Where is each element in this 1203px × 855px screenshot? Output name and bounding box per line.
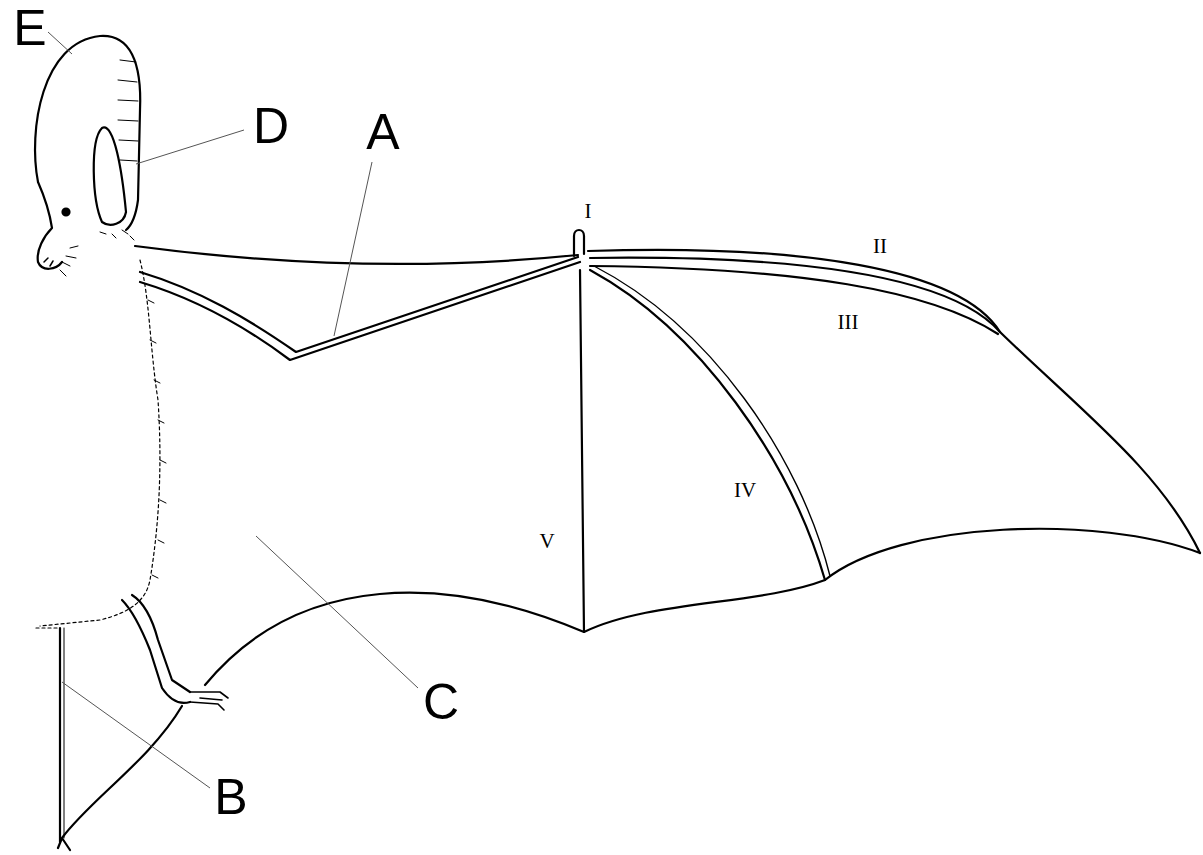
arm-lower bbox=[140, 262, 580, 360]
digit-numeral: IV bbox=[734, 480, 756, 501]
leader-e bbox=[48, 32, 72, 54]
whiskers bbox=[60, 246, 78, 276]
leader-d bbox=[136, 130, 244, 164]
ear-ridges bbox=[118, 60, 138, 161]
head-outline bbox=[38, 182, 62, 269]
part-letter: B bbox=[214, 772, 247, 822]
part-letter: C bbox=[423, 677, 459, 727]
trailing-edge bbox=[205, 529, 1200, 685]
body-fur bbox=[40, 260, 160, 626]
leader-lines bbox=[48, 32, 418, 788]
tail-fur bbox=[36, 627, 60, 628]
thumb bbox=[574, 230, 584, 256]
part-letter: A bbox=[366, 107, 399, 157]
digit-numeral: II bbox=[873, 236, 887, 257]
digit-numeral: III bbox=[838, 312, 859, 333]
tragus bbox=[94, 127, 126, 224]
digit-three bbox=[590, 258, 1000, 332]
digit-two bbox=[588, 250, 1200, 553]
part-letter: E bbox=[13, 3, 46, 53]
arm-upper bbox=[140, 257, 578, 352]
leader-c bbox=[256, 536, 418, 688]
neck-fur bbox=[100, 230, 134, 240]
tail-inner bbox=[64, 628, 65, 838]
digit-numeral: I bbox=[585, 201, 592, 222]
digit-four-inner bbox=[594, 266, 830, 576]
digit-four bbox=[590, 270, 825, 580]
foot bbox=[190, 692, 228, 710]
digit-three-inner bbox=[590, 266, 998, 334]
leader-b bbox=[62, 682, 210, 788]
digit-five bbox=[580, 270, 584, 632]
nose bbox=[44, 258, 53, 266]
leading-membrane bbox=[135, 246, 578, 264]
leg-front bbox=[132, 595, 190, 692]
eye bbox=[63, 209, 70, 216]
digit-numeral: V bbox=[539, 531, 554, 552]
tail-membrane bbox=[58, 706, 182, 850]
tail bbox=[59, 628, 61, 842]
ear-outline bbox=[35, 36, 140, 230]
part-letter: D bbox=[253, 101, 289, 151]
fur-strokes bbox=[148, 300, 166, 578]
leg-back bbox=[122, 600, 190, 703]
leader-a bbox=[334, 162, 372, 336]
